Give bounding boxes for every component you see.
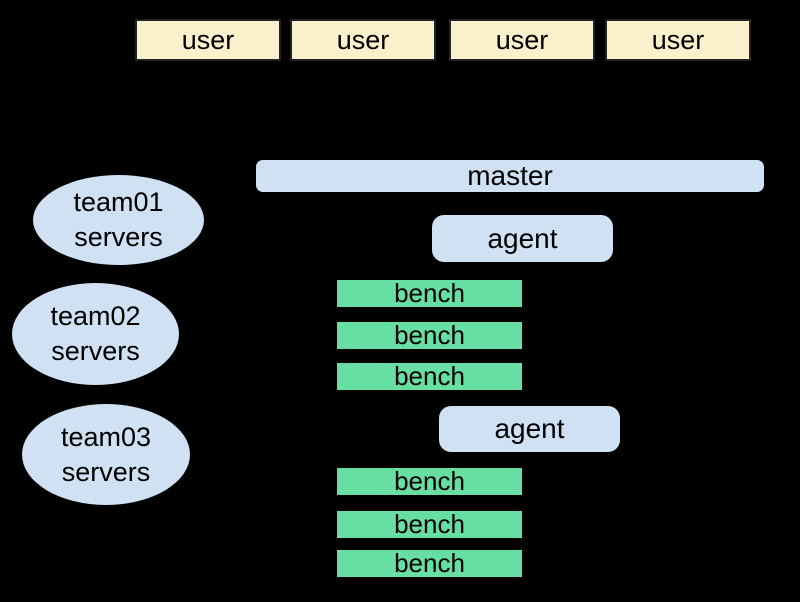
user-label: user — [181, 24, 235, 55]
agent-label: agent — [494, 413, 565, 444]
bench-label: bench — [394, 320, 465, 350]
user-box: user — [290, 19, 436, 61]
bench-box: bench — [337, 466, 522, 496]
user-label: user — [651, 24, 705, 55]
user-label: user — [336, 24, 390, 55]
team-ellipse: team03 servers — [22, 404, 190, 505]
user-label: user — [495, 24, 549, 55]
bench-label: bench — [394, 278, 465, 308]
bench-label: bench — [394, 509, 465, 539]
user-box: user — [135, 19, 281, 61]
user-box: user — [449, 19, 595, 61]
team-name: team03 — [60, 421, 152, 452]
bench-label: bench — [394, 548, 465, 578]
bench-box: bench — [337, 278, 522, 308]
team-suffix: servers — [51, 336, 140, 366]
agent-box: agent — [439, 406, 620, 452]
team-suffix: servers — [74, 222, 163, 252]
user-box: user — [605, 19, 751, 61]
team-name: team01 — [73, 187, 164, 217]
bench-box: bench — [337, 548, 522, 578]
team-name: team02 — [50, 301, 141, 331]
bench-label: bench — [394, 361, 465, 391]
bench-label: bench — [394, 466, 465, 496]
bench-box: bench — [337, 361, 522, 391]
agent-box: agent — [432, 215, 613, 262]
bench-box: bench — [337, 320, 522, 350]
master-box: master — [256, 160, 764, 192]
team-suffix: servers — [61, 456, 151, 487]
master-label: master — [467, 160, 553, 191]
agent-label: agent — [487, 222, 558, 254]
bench-box: bench — [337, 509, 522, 539]
team-ellipse: team02 servers — [12, 283, 179, 385]
team-ellipse: team01 servers — [33, 175, 204, 265]
